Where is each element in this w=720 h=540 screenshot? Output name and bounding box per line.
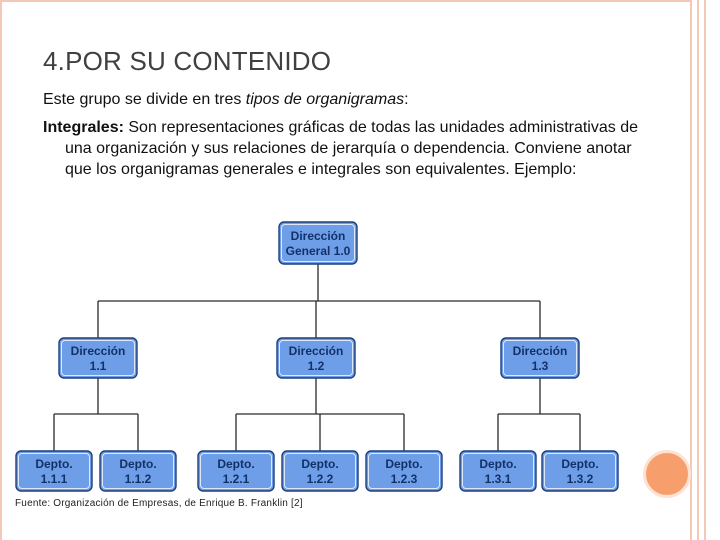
org-box-depto-2-line1: Depto. — [119, 457, 156, 471]
slide-frame-top — [0, 0, 690, 2]
slide-frame-right-1 — [690, 0, 692, 540]
org-box-depto-7-shape — [541, 450, 619, 492]
org-box-depto-4: Depto.1.2.2 — [281, 450, 359, 492]
org-box-depto-4-line1: Depto. — [301, 457, 338, 471]
org-box-depto-1-highlight — [18, 453, 90, 489]
org-box-direccion-3-line1: Dirección — [513, 344, 568, 358]
org-box-direccion-1-shape — [58, 337, 138, 379]
org-box-depto-7-highlight — [544, 453, 616, 489]
org-box-depto-2-shape — [99, 450, 177, 492]
org-box-depto-4-line2: 1.2.2 — [307, 472, 334, 486]
intro-prefix: Este grupo se divide en tres — [43, 91, 246, 108]
org-box-depto-3: Depto.1.2.1 — [197, 450, 275, 492]
org-box-depto-1-line1: Depto. — [35, 457, 72, 471]
intro-paragraph: Este grupo se divide en tres tipos de or… — [43, 89, 409, 110]
org-box-depto-5: Depto.1.2.3 — [365, 450, 443, 492]
org-box-depto-5-shape — [365, 450, 443, 492]
org-box-direccion-1-line1: Dirección — [71, 344, 126, 358]
org-box-direccion-3-line2: 1.3 — [532, 359, 549, 373]
integrales-paragraph: Integrales: Son representaciones gráfica… — [43, 117, 655, 180]
org-box-depto-7-line2: 1.3.2 — [567, 472, 594, 486]
slide-frame-left — [0, 0, 2, 540]
org-box-direccion-1-highlight — [61, 340, 135, 376]
org-box-depto-3-line2: 1.2.1 — [223, 472, 250, 486]
org-box-depto-1-shape — [15, 450, 93, 492]
org-box-direccion-1-line2: 1.1 — [90, 359, 107, 373]
org-box-direccion-3-highlight — [503, 340, 577, 376]
org-box-depto-2-line2: 1.1.2 — [125, 472, 152, 486]
org-box-direccion-general-shape — [278, 221, 358, 265]
org-box-depto-6: Depto.1.3.1 — [459, 450, 537, 492]
org-box-depto-1: Depto.1.1.1 — [15, 450, 93, 492]
intro-suffix: : — [404, 91, 409, 108]
org-box-depto-2-highlight — [102, 453, 174, 489]
integrales-text: Son representaciones gráficas de todas l… — [65, 119, 638, 178]
org-box-direccion-general-highlight — [281, 224, 355, 262]
org-box-depto-6-line1: Depto. — [479, 457, 516, 471]
org-box-depto-5-highlight — [368, 453, 440, 489]
org-box-direccion-general-line1: Dirección — [291, 229, 346, 243]
org-box-depto-6-line2: 1.3.1 — [485, 472, 512, 486]
org-box-depto-7-line1: Depto. — [561, 457, 598, 471]
org-box-depto-3-line1: Depto. — [217, 457, 254, 471]
org-box-direccion-general-line2: General 1.0 — [286, 244, 351, 258]
slide-frame-right-2 — [697, 0, 699, 540]
org-box-depto-5-line2: 1.2.3 — [391, 472, 418, 486]
org-box-depto-1-line2: 1.1.1 — [41, 472, 68, 486]
org-box-depto-6-shape — [459, 450, 537, 492]
intro-italic: tipos de organigramas — [245, 91, 405, 108]
org-box-depto-3-highlight — [200, 453, 272, 489]
source-caption: Fuente: Organización de Empresas, de Enr… — [15, 498, 303, 509]
org-box-direccion-2-shape — [276, 337, 356, 379]
integrales-label: Integrales: — [43, 119, 124, 136]
slide-title: 4.POR SU CONTENIDO — [43, 46, 332, 76]
org-box-depto-3-shape — [197, 450, 275, 492]
org-box-depto-6-highlight — [462, 453, 534, 489]
org-box-depto-4-highlight — [284, 453, 356, 489]
org-box-direccion-3-shape — [500, 337, 580, 379]
org-box-direccion-2-line2: 1.2 — [308, 359, 325, 373]
decorative-circle — [643, 450, 691, 498]
slide-frame-right-3 — [704, 0, 706, 540]
org-box-direccion-2-highlight — [279, 340, 353, 376]
org-box-depto-5-line1: Depto. — [385, 457, 422, 471]
org-connectors — [53, 264, 581, 451]
org-box-direccion-2-line1: Dirección — [289, 344, 344, 358]
org-box-depto-7: Depto.1.3.2 — [541, 450, 619, 492]
org-box-depto-2: Depto.1.1.2 — [99, 450, 177, 492]
org-box-depto-4-shape — [281, 450, 359, 492]
